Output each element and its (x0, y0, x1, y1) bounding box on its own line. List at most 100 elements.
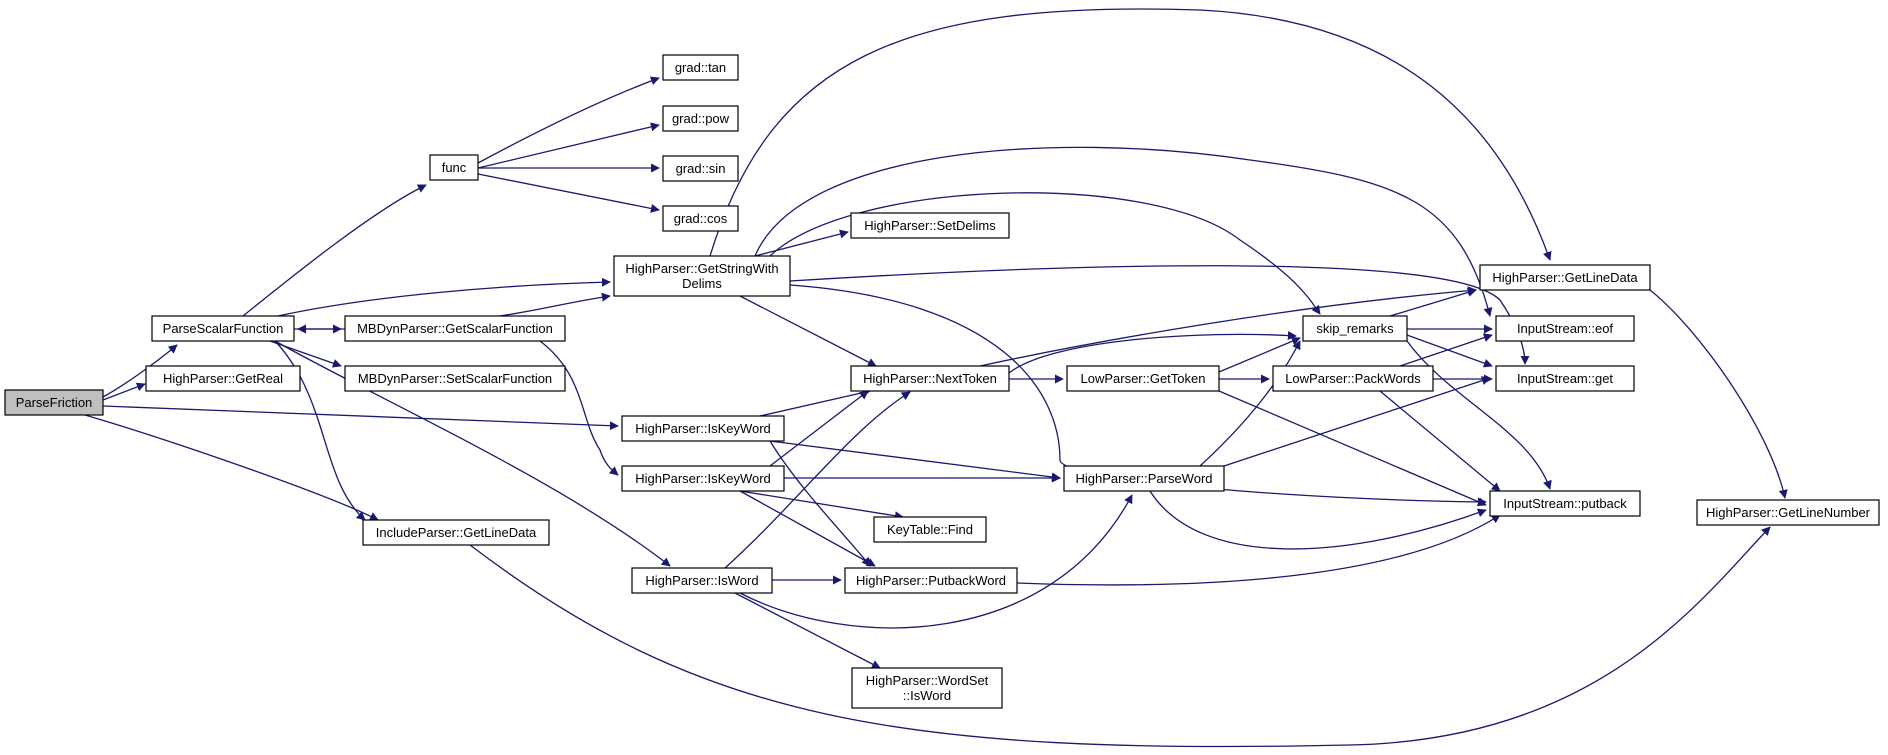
node-label: LowParser::PackWords (1285, 371, 1421, 386)
node-box (662, 54, 739, 81)
node-parse-friction[interactable]: ParseFriction (4, 389, 104, 416)
node-mbdyn-set-scalar-function[interactable]: MBDynParser::SetScalarFunction (344, 365, 566, 392)
call-arrow (102, 344, 178, 398)
call-edge (1406, 340, 1552, 490)
node-label: HighParser::ParseWord (1075, 471, 1212, 486)
node-label: InputStream::putback (1503, 496, 1627, 511)
call-edge (739, 494, 1133, 629)
call-arrow (769, 390, 869, 467)
call-edge (539, 340, 619, 476)
call-arrow (1016, 514, 1501, 586)
call-arrow (499, 292, 611, 317)
node-grad-tan[interactable]: grad::tan (662, 54, 739, 81)
call-arrow (1199, 340, 1301, 467)
call-edge (1218, 336, 1301, 373)
node-grad-cos[interactable]: grad::cos (662, 205, 739, 232)
node-high-parser-is-word[interactable]: HighParser::IsWord (631, 567, 773, 594)
node-func[interactable]: func (429, 154, 479, 181)
call-arrow (1649, 289, 1788, 499)
node-box (662, 105, 739, 132)
node-include-parser-get-line-data[interactable]: IncludeParser::GetLineData (362, 519, 550, 546)
node-label: HighParser::IsKeyWord (635, 421, 771, 436)
call-edge (242, 184, 427, 317)
call-edge (274, 340, 671, 567)
call-arrow (1008, 331, 1297, 374)
node-parse-scalar-function[interactable]: ParseScalarFunction (151, 315, 295, 342)
call-edge (477, 76, 660, 164)
node-input-stream-eof[interactable]: InputStream::eof (1495, 315, 1635, 342)
call-edge (724, 391, 911, 569)
node-box (850, 365, 1010, 392)
call-arrow (477, 173, 660, 213)
call-edge (789, 284, 1487, 507)
node-box (4, 389, 104, 416)
node-high-parser-get-line-number[interactable]: HighParser::GetLineNumber (1696, 499, 1880, 526)
node-input-stream-get[interactable]: InputStream::get (1495, 365, 1635, 392)
node-label: HighParser::GetStringWith (625, 261, 778, 276)
call-arrow (274, 340, 671, 567)
call-arrow (1218, 390, 1487, 506)
call-edge (102, 344, 178, 398)
node-high-parser-is-key-word2[interactable]: HighParser::IsKeyWord (621, 465, 785, 492)
call-arrow (1399, 333, 1493, 367)
node-input-stream-putback[interactable]: InputStream::putback (1489, 490, 1641, 517)
call-arrow (274, 340, 366, 521)
node-box (1696, 499, 1880, 526)
call-arrow (709, 8, 1552, 261)
node-box (1066, 365, 1220, 392)
call-edge (1223, 376, 1491, 467)
node-box (145, 365, 301, 392)
node-high-parser-set-delims[interactable]: HighParser::SetDelims (850, 212, 1010, 239)
node-high-parser-next-token[interactable]: HighParser::NextToken (850, 365, 1010, 392)
call-edge (1149, 490, 1487, 550)
node-label: skip_remarks (1316, 321, 1394, 336)
node-grad-pow[interactable]: grad::pow (662, 105, 739, 132)
node-label: HighParser::GetLineNumber (1706, 505, 1871, 520)
node-label: HighParser::IsKeyWord (635, 471, 771, 486)
call-edge (1199, 340, 1301, 467)
call-arrow (734, 592, 881, 669)
node-label: IncludeParser::GetLineData (376, 525, 537, 540)
call-arrow (1406, 340, 1552, 490)
node-box (613, 255, 791, 297)
node-box (873, 516, 987, 543)
call-arrow (1389, 288, 1477, 317)
call-edge (769, 192, 1321, 315)
node-box (1495, 365, 1635, 392)
node-high-parser-get-line-data[interactable]: HighParser::GetLineData (1479, 264, 1651, 291)
node-label: MBDynParser::SetScalarFunction (358, 371, 552, 386)
call-edge (739, 295, 877, 367)
call-arrow (1223, 376, 1491, 467)
node-high-parser-is-key-word1[interactable]: HighParser::IsKeyWord (621, 415, 785, 442)
node-grad-sin[interactable]: grad::sin (662, 155, 739, 182)
node-high-parser-putback-word[interactable]: HighParser::PutbackWord (844, 567, 1018, 594)
node-key-table-find[interactable]: KeyTable::Find (873, 516, 987, 543)
call-edge (277, 277, 611, 317)
call-arrow (477, 76, 660, 164)
call-edge (1379, 390, 1501, 492)
call-edge (739, 490, 876, 567)
call-arrow (1218, 336, 1301, 373)
node-box (621, 465, 785, 492)
call-edge (754, 146, 1493, 317)
node-high-parser-get-real[interactable]: HighParser::GetReal (145, 365, 301, 392)
node-box (851, 667, 1003, 709)
node-label: grad::cos (674, 211, 728, 226)
node-word-set-is-word[interactable]: HighParser::WordSet::IsWord (851, 667, 1003, 709)
call-arrow (724, 391, 911, 569)
node-label: MBDynParser::GetScalarFunction (357, 321, 553, 336)
node-low-parser-get-token[interactable]: LowParser::GetToken (1066, 365, 1220, 392)
node-label: InputStream::get (1517, 371, 1613, 386)
call-arrow (1379, 390, 1501, 492)
call-edge (1406, 334, 1493, 368)
call-arrow (102, 405, 619, 431)
node-box (631, 567, 773, 594)
call-edge (1008, 331, 1297, 374)
node-box (1495, 315, 1635, 342)
node-low-parser-pack-words[interactable]: LowParser::PackWords (1272, 365, 1434, 392)
node-skip-remarks[interactable]: skip_remarks (1302, 315, 1408, 342)
call-arrow (769, 440, 1061, 482)
node-high-parser-parse-word[interactable]: HighParser::ParseWord (1063, 465, 1225, 492)
node-mbdyn-get-scalar-function[interactable]: MBDynParser::GetScalarFunction (344, 315, 566, 342)
